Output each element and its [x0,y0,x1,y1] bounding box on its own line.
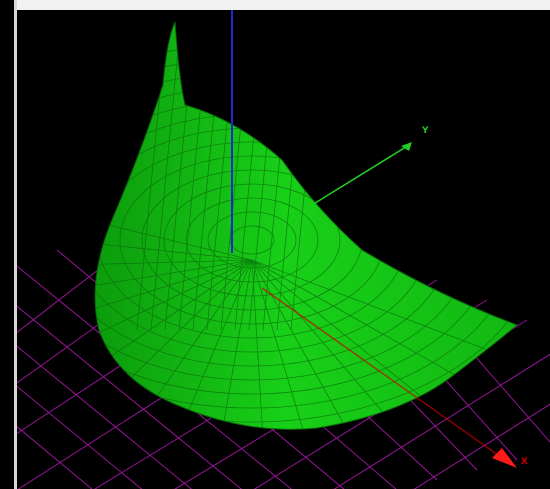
x-axis-arrow [492,448,517,468]
y-axis-line [311,144,410,206]
y-axis-label: Y [421,126,429,136]
x-axis-line [261,287,513,466]
window-top-edge [17,0,550,10]
3d-viewport[interactable]: Y X [17,10,550,489]
y-axis-arrow [401,142,412,151]
3d-scene[interactable]: Y X [17,10,550,489]
panel-divider[interactable] [14,0,17,489]
x-axis-label: X [521,457,528,467]
left-panel-strip [0,0,14,489]
surface-mesh [94,21,518,430]
